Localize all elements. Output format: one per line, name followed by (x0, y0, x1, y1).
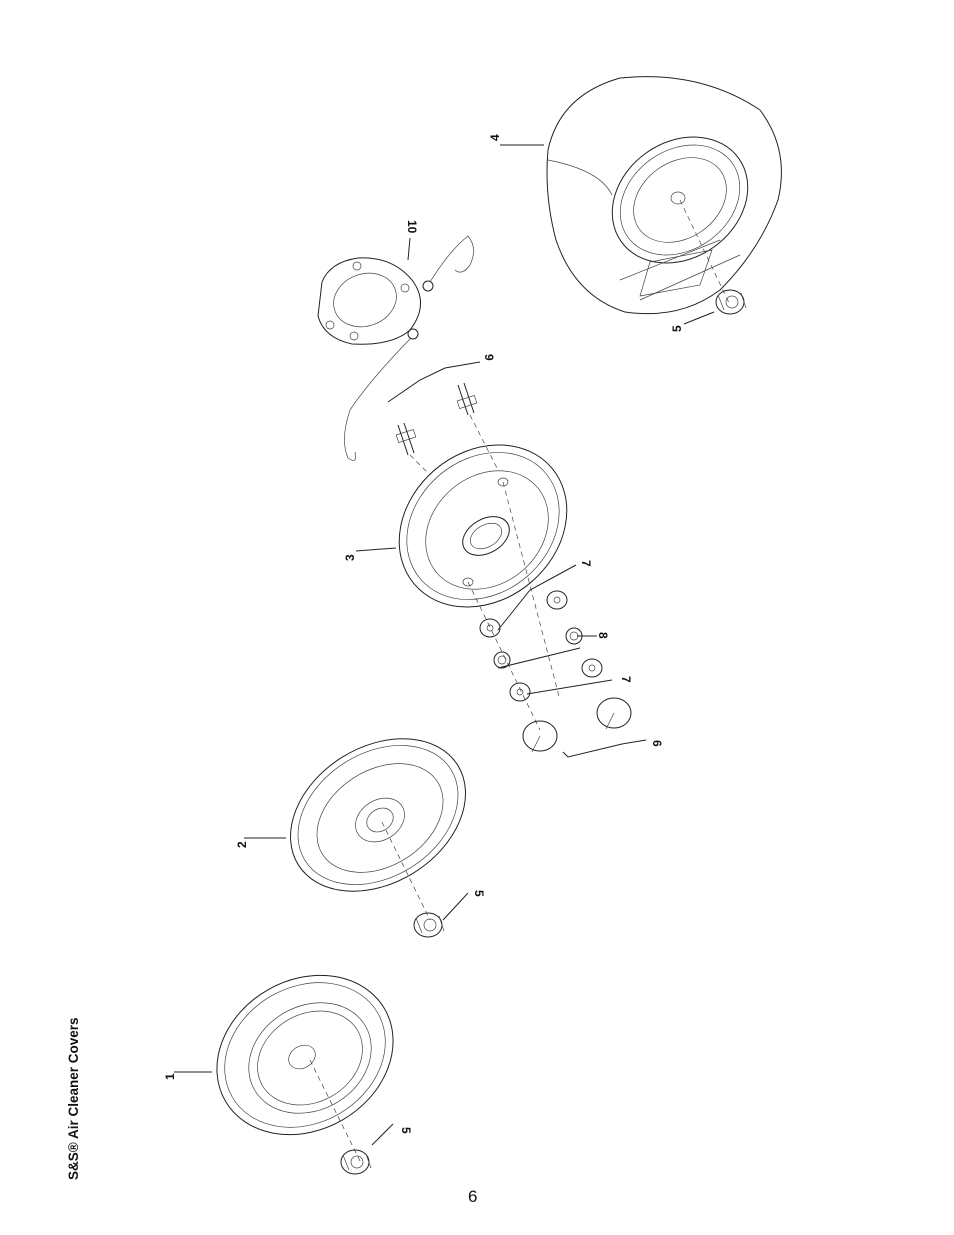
callout-5-a: 5 (399, 1127, 413, 1134)
part-5-bolt-a (341, 1150, 371, 1174)
part-8-nuts (494, 628, 582, 668)
callout-10: 10 (405, 220, 419, 234)
callout-5-b: 5 (472, 890, 486, 897)
callout-1: 1 (163, 1073, 177, 1080)
leader-lines (174, 145, 714, 1145)
callout-4: 4 (488, 134, 502, 141)
callout-3: 3 (343, 554, 357, 561)
page-number: 6 (468, 1187, 477, 1207)
part-6-lanyard-pins (523, 698, 631, 752)
callout-9: 9 (482, 354, 496, 361)
callout-5-c: 5 (670, 325, 684, 332)
callout-2: 2 (235, 841, 249, 848)
part-5-bolt-c (716, 290, 746, 314)
part-1-cover (188, 944, 422, 1166)
part-2-cover (262, 708, 494, 923)
callout-7-a: 7 (579, 560, 593, 567)
callout-8: 8 (596, 632, 610, 639)
callout-6: 6 (650, 740, 664, 747)
part-10-gasket (318, 236, 474, 460)
callout-7-b: 7 (619, 676, 633, 683)
part-4-cover (547, 77, 781, 314)
part-5-bolt-b (414, 913, 444, 937)
